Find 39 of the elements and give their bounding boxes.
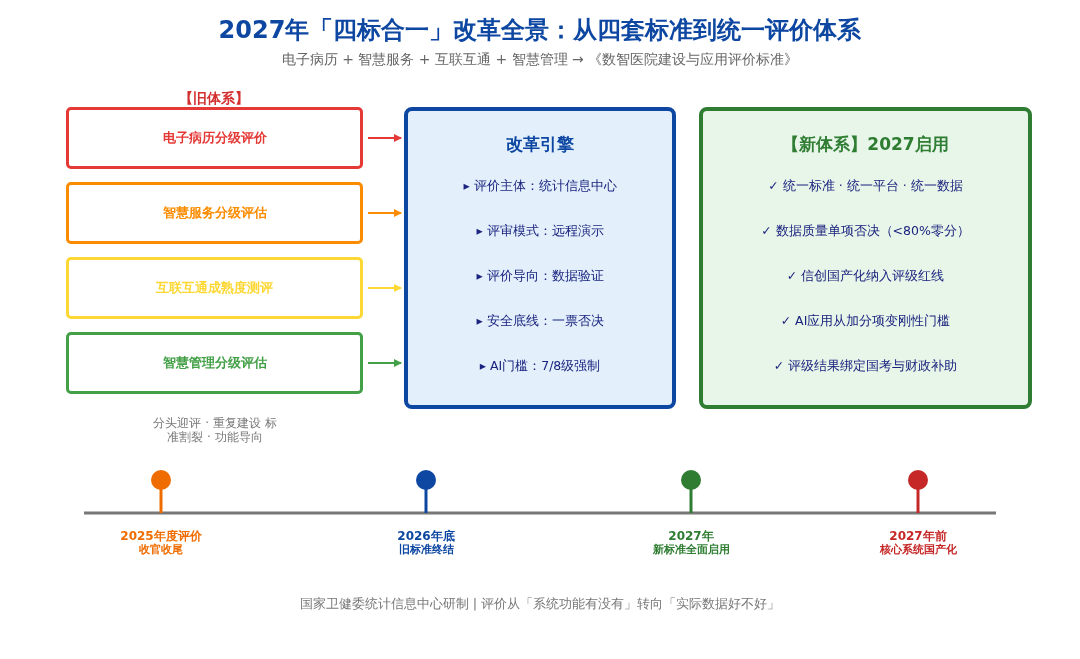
box-label: 智慧服务分级评估 <box>162 204 267 222</box>
panel-heading: 【新体系】2027启用 <box>782 133 949 156</box>
milestone-label: 核心系统国产化 <box>879 543 957 557</box>
list-item: ▸ 安全底线：一票否决 <box>476 312 604 330</box>
arrow <box>367 134 402 142</box>
milestone-date: 2025年度评价 <box>120 530 202 543</box>
panel <box>699 107 1032 409</box>
list-item: ✓ 信创国产化纳入评级红线 <box>786 267 945 285</box>
milestone-label: 收官收尾 <box>139 543 183 557</box>
milestone-label: 旧标准终结 <box>398 543 454 557</box>
milestone-date: 2027年前 <box>889 530 947 543</box>
title: 2027年「四标合一」改革全景：从四套标准到统一评价体系 <box>217 15 863 46</box>
standard-box <box>66 107 363 169</box>
arrow <box>367 359 402 367</box>
standard-box <box>66 257 363 319</box>
list-item: ▸ AI门槛：7/8级强制 <box>479 357 601 375</box>
panel <box>404 107 676 409</box>
arrow <box>367 284 402 292</box>
note: 分头迎评 · 重复建设 标准割裂 · 功能导向 <box>152 416 278 445</box>
footer-note: 国家卫健委统计信息中心研制 | 评价从「系统功能有没有」转向「实际数据好不好」 <box>298 596 782 612</box>
panel-heading: 改革引擎 <box>506 133 574 156</box>
arrow <box>367 209 402 217</box>
milestone-date: 2027年 <box>668 530 714 543</box>
list-item: ✓ 数据质量单项否决（<80%零分） <box>761 222 970 240</box>
subtitle: 电子病历 + 智慧服务 + 互联互通 + 智慧管理 → 《数智医院建设与应用评价标准》 <box>280 51 800 69</box>
box-label: 电子病历分级评价 <box>162 129 267 147</box>
box-label: 互联互通成熟度测评 <box>156 279 273 297</box>
list-item: ▸ 评价导向：数据验证 <box>476 267 604 285</box>
box-label: 智慧管理分级评估 <box>162 354 267 372</box>
list-item: ✓ 评级结果绑定国考与财政补助 <box>773 357 958 375</box>
list-item: ▸ 评审模式：远程演示 <box>476 222 604 240</box>
list-item: ▸ 评价主体：统计信息中心 <box>463 177 617 195</box>
milestone-date: 2026年底 <box>397 530 455 543</box>
list-item: ✓ AI应用从加分项变刚性门槛 <box>780 312 951 330</box>
group-heading: 【旧体系】 <box>178 90 250 107</box>
list-item: ✓ 统一标准 · 统一平台 · 统一数据 <box>768 177 963 195</box>
standard-box <box>66 332 363 394</box>
milestone-label: 新标准全面启用 <box>652 543 730 557</box>
standard-box <box>66 182 363 244</box>
